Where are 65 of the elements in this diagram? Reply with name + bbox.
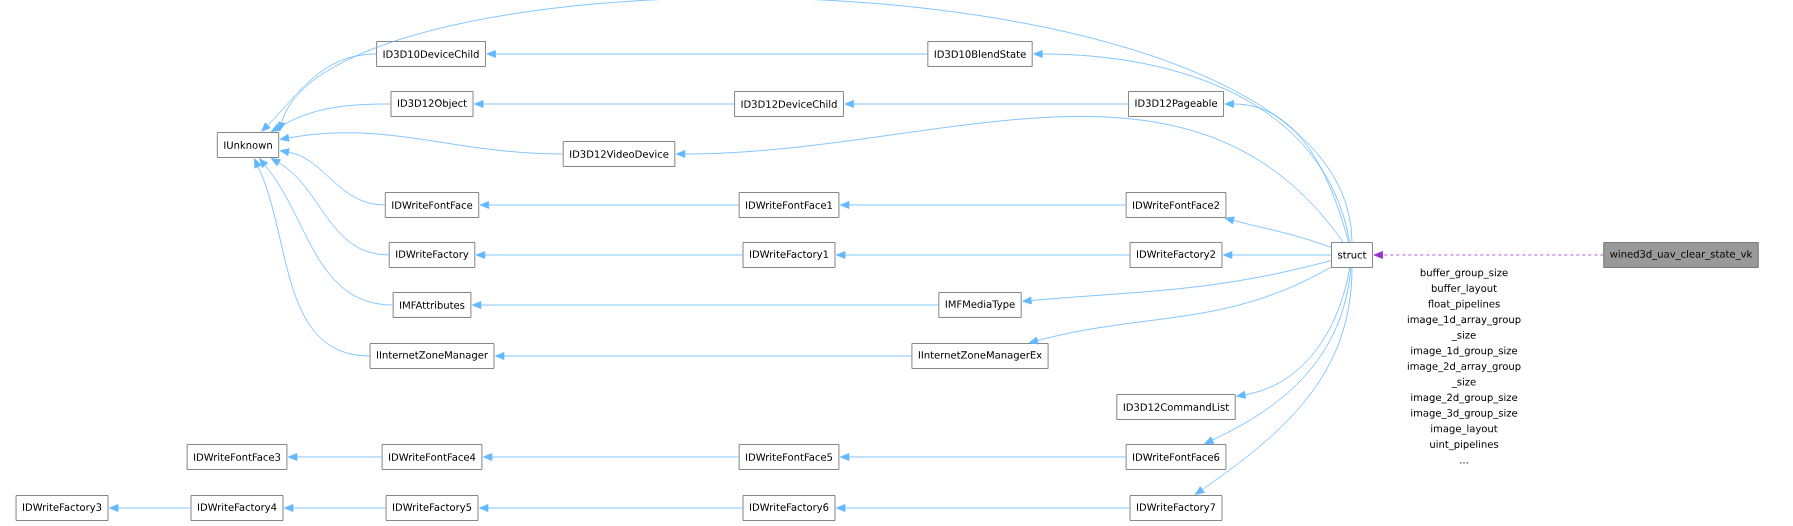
class-box: ID3D10DeviceChild	[376, 41, 486, 67]
arrow	[483, 453, 740, 461]
arrow	[1204, 267, 1352, 445]
arrow	[475, 251, 744, 259]
arrow	[279, 148, 386, 206]
arrow	[277, 0, 1353, 243]
arrow	[270, 103, 391, 132]
class-box: IDWriteFactory3	[15, 495, 109, 521]
arrow	[1224, 100, 1349, 243]
arrow	[1028, 266, 1332, 345]
class-box: IDWriteFontFace5	[738, 444, 840, 470]
arrow	[259, 158, 394, 306]
class-box: IDWriteFontFace	[384, 192, 480, 218]
arrow	[472, 301, 939, 309]
arrow	[1224, 216, 1332, 248]
class-box: IDWriteFontFace1	[738, 192, 840, 218]
arrow	[675, 116, 1344, 243]
class-box: IUnknown	[216, 132, 280, 158]
class-box: IMFAttributes	[392, 292, 472, 318]
arrow	[284, 504, 387, 512]
arrow	[254, 158, 371, 357]
class-box: IDWriteFactory4	[190, 495, 284, 521]
arrow	[279, 132, 564, 155]
class-box: ID3D12Object	[390, 91, 474, 117]
class-box: IDWriteFactory1	[742, 242, 836, 268]
class-box: IInternetZoneManager	[369, 343, 495, 369]
class-box: IDWriteFactory	[388, 242, 476, 268]
class-box: IDWriteFontFace2	[1125, 192, 1227, 218]
class-box: IDWriteFactory2	[1129, 242, 1223, 268]
class-box: struct	[1331, 242, 1373, 268]
class-box: ID3D12CommandList	[1116, 394, 1236, 420]
arrow	[840, 201, 1127, 209]
arrow	[1194, 267, 1353, 495]
arrow	[479, 201, 740, 209]
arrow	[836, 251, 1131, 259]
class-box: IDWriteFactory5	[385, 495, 479, 521]
class-box: IDWriteFactory6	[742, 495, 836, 521]
arrow	[109, 504, 192, 512]
arrow	[261, 53, 377, 132]
arrow	[1223, 251, 1332, 259]
arrow	[1236, 267, 1351, 399]
class-box: IDWriteFontFace3	[186, 444, 288, 470]
arrow	[1022, 260, 1332, 305]
arrow	[270, 158, 390, 256]
class-box: wined3d_uav_clear_state_vk	[1603, 242, 1759, 268]
class-box: ID3D12Pageable	[1128, 91, 1224, 117]
arrow	[495, 352, 912, 360]
arrow	[474, 100, 735, 108]
arrow	[1033, 50, 1351, 243]
dashed-arrow	[1373, 251, 1604, 259]
edge-label: buffer_group_size buffer_layout float_pipelines image_1d_array_group _size image_1d_group_size image_2d_array_group _size image_2d_group_size image_3d_group_size image_layout uint_pipelines ...	[1388, 267, 1540, 465]
class-box: IDWriteFontFace6	[1125, 444, 1227, 470]
arrow	[840, 453, 1127, 461]
arrow	[288, 453, 383, 461]
class-box: ID3D12DeviceChild	[734, 91, 844, 117]
class-box: IDWriteFactory7	[1129, 495, 1223, 521]
class-box: IInternetZoneManagerEx	[911, 343, 1049, 369]
class-box: IDWriteFontFace4	[381, 444, 483, 470]
class-box: ID3D12VideoDevice	[562, 141, 676, 167]
arrow	[836, 504, 1131, 512]
class-box: ID3D10BlendState	[927, 41, 1033, 67]
arrow	[844, 100, 1129, 108]
arrow	[486, 50, 928, 58]
class-box: IMFMediaType	[938, 292, 1022, 318]
arrow	[479, 504, 744, 512]
